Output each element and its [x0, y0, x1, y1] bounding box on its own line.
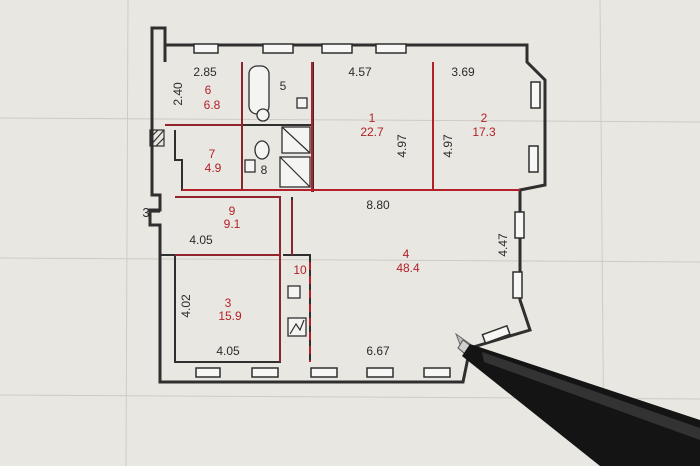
room-6-area: 6.8 [204, 98, 221, 112]
sink-icon [256, 108, 270, 122]
small-fixture-icon [244, 159, 256, 173]
room-6-number: 6 [205, 83, 212, 97]
dimension-labels: 2.85 2.40 4.57 3.69 4.97 4.97 8.80 4.47 … [142, 65, 510, 358]
dim-room6-height: 2.40 [171, 82, 185, 106]
room-7-area: 4.9 [205, 161, 222, 175]
room-1-number: 1 [369, 111, 376, 125]
dim-room9-width: 4.05 [189, 233, 213, 247]
room-10-number: 10 [293, 263, 307, 277]
room-7-number: 7 [209, 147, 216, 161]
dim-room4-height: 4.47 [496, 233, 510, 257]
bathtub-icon [248, 65, 270, 115]
room-3-area: 15.9 [218, 309, 242, 323]
dim-room2-width: 3.69 [451, 65, 475, 79]
dim-room3-height: 4.02 [179, 294, 193, 318]
annotation-lines [165, 62, 520, 362]
stove-icon [287, 317, 307, 337]
room-2-area: 17.3 [472, 125, 496, 139]
dim-room2-height: 4.97 [441, 134, 455, 158]
dim-side-marker: 3 [142, 205, 149, 220]
windows [193, 43, 541, 378]
door-hatch-icon [149, 129, 165, 147]
dim-room1-height: 4.97 [395, 134, 409, 158]
room-9-number: 9 [229, 204, 236, 218]
dim-room4-width: 6.67 [366, 344, 390, 358]
room-9-area: 9.1 [224, 217, 241, 231]
room-2-number: 2 [481, 111, 488, 125]
toilet-icon [254, 140, 270, 160]
room-3-number: 3 [225, 296, 232, 310]
dim-corridor-length: 8.80 [366, 198, 390, 212]
room-labels: 6 6.8 5 1 22.7 2 17.3 7 4.9 8 9 9.1 10 4… [204, 79, 496, 323]
washbasin-icon [296, 97, 308, 109]
room-4-area: 48.4 [396, 261, 420, 275]
room-1-area: 22.7 [360, 125, 384, 139]
outer-walls [148, 26, 547, 384]
room-5-number: 5 [280, 79, 287, 93]
room-4-number: 4 [403, 247, 410, 261]
pen-icon [454, 332, 700, 466]
dim-room3-width: 4.05 [216, 344, 240, 358]
dim-room6-width: 2.85 [193, 65, 217, 79]
kitchen-sink-icon [287, 285, 301, 299]
bathroom-fixtures [244, 65, 311, 337]
room-8-number: 8 [261, 163, 268, 177]
dim-room1-width: 4.57 [348, 65, 372, 79]
